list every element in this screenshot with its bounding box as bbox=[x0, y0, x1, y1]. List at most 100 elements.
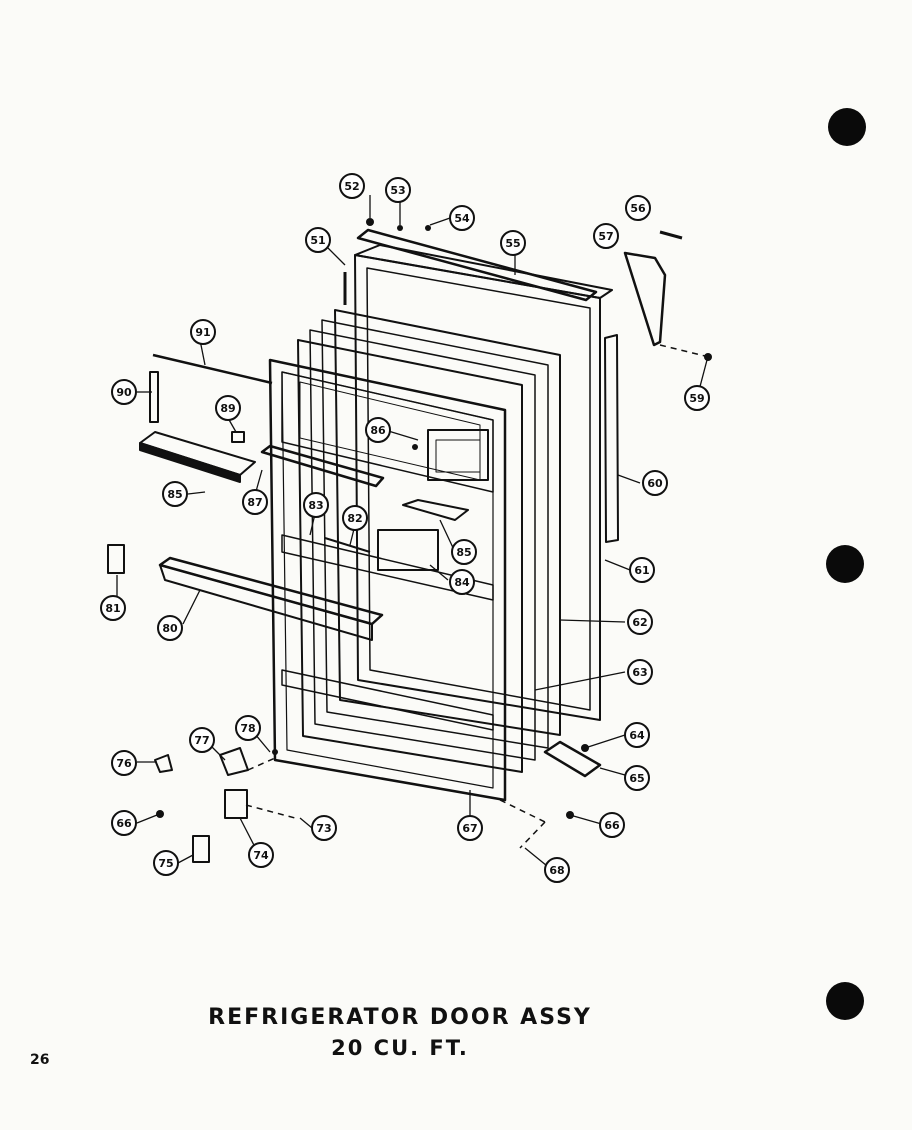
callout-circle bbox=[451, 539, 477, 565]
callout-number: 75 bbox=[158, 857, 173, 870]
callout-circle bbox=[599, 812, 625, 838]
callout-number: 67 bbox=[462, 822, 477, 835]
callout-circle bbox=[162, 481, 188, 507]
callout-number: 66 bbox=[604, 819, 620, 832]
callout-84: 84 bbox=[449, 569, 475, 595]
callout-66: 66 bbox=[599, 812, 625, 838]
callout-circle bbox=[593, 223, 619, 249]
callout-circle bbox=[100, 595, 126, 621]
butter-compartment bbox=[139, 431, 256, 483]
callout-89: 89 bbox=[215, 395, 241, 421]
callout-55: 55 bbox=[500, 230, 526, 256]
callout-number: 89 bbox=[220, 402, 235, 415]
callout-circle bbox=[303, 492, 329, 518]
callout-61: 61 bbox=[629, 557, 655, 583]
dashed-leaders bbox=[245, 344, 706, 849]
callout-circle bbox=[242, 489, 268, 515]
callout-number: 64 bbox=[629, 729, 645, 742]
callout-circle bbox=[248, 842, 274, 868]
callout-number: 80 bbox=[162, 622, 178, 635]
callout-number: 57 bbox=[598, 230, 613, 243]
callout-circle bbox=[342, 505, 368, 531]
callout-90: 90 bbox=[111, 379, 137, 405]
callout-67: 67 bbox=[457, 815, 483, 841]
callout-number: 52 bbox=[344, 180, 359, 193]
callout-52: 52 bbox=[339, 173, 365, 199]
callout-number: 56 bbox=[630, 202, 646, 215]
callout-number: 65 bbox=[629, 772, 644, 785]
callout-circle bbox=[629, 557, 655, 583]
callout-circle bbox=[449, 569, 475, 595]
binder-hole-middle bbox=[826, 545, 864, 583]
callout-number: 84 bbox=[454, 576, 470, 589]
callout-number: 54 bbox=[454, 212, 470, 225]
callout-85: 85 bbox=[162, 481, 188, 507]
callout-68: 68 bbox=[544, 857, 570, 883]
callout-number: 74 bbox=[253, 849, 269, 862]
callout-81: 81 bbox=[100, 595, 126, 621]
callout-78: 78 bbox=[235, 715, 261, 741]
callout-circle bbox=[642, 470, 668, 496]
callout-56: 56 bbox=[625, 195, 651, 221]
callout-circle bbox=[457, 815, 483, 841]
callout-number: 68 bbox=[549, 864, 564, 877]
inner-door-liner bbox=[268, 358, 507, 802]
callout-circle bbox=[189, 727, 215, 753]
callout-circle bbox=[190, 319, 216, 345]
callout-circle bbox=[157, 615, 183, 641]
callout-number: 59 bbox=[689, 392, 704, 405]
callout-number: 83 bbox=[308, 499, 323, 512]
callout-circle bbox=[625, 195, 651, 221]
callout-63: 63 bbox=[627, 659, 653, 685]
callout-circle bbox=[544, 857, 570, 883]
callout-number: 61 bbox=[634, 564, 649, 577]
callout-number: 77 bbox=[194, 734, 209, 747]
callout-circle bbox=[365, 417, 391, 443]
callout-circle bbox=[627, 659, 653, 685]
callout-76: 76 bbox=[111, 750, 137, 776]
callout-number: 55 bbox=[505, 237, 520, 250]
lower-hinge-plate bbox=[543, 740, 602, 778]
callout-circle bbox=[339, 173, 365, 199]
callout-number: 90 bbox=[116, 386, 132, 399]
callout-circle bbox=[311, 815, 337, 841]
callout-73: 73 bbox=[311, 815, 337, 841]
callout-number: 51 bbox=[310, 234, 325, 247]
callout-number: 66 bbox=[116, 817, 132, 830]
callout-number: 86 bbox=[370, 424, 386, 437]
callout-62: 62 bbox=[627, 609, 653, 635]
callout-59: 59 bbox=[684, 385, 710, 411]
callout-75: 75 bbox=[153, 850, 179, 876]
callout-circle bbox=[235, 715, 261, 741]
lower-shelf-rail bbox=[158, 556, 384, 641]
callout-number: 60 bbox=[647, 477, 663, 490]
side-gasket-strip bbox=[604, 334, 619, 543]
callout-54: 54 bbox=[449, 205, 475, 231]
callout-64: 64 bbox=[624, 722, 650, 748]
callout-74: 74 bbox=[248, 842, 274, 868]
small-hardware bbox=[107, 230, 683, 863]
callout-82: 82 bbox=[342, 505, 368, 531]
callout-number: 78 bbox=[240, 722, 255, 735]
callout-circle bbox=[153, 850, 179, 876]
callout-circle bbox=[111, 379, 137, 405]
callout-number: 62 bbox=[632, 616, 647, 629]
callout-circle bbox=[111, 810, 137, 836]
callout-57: 57 bbox=[593, 223, 619, 249]
callout-circle bbox=[624, 722, 650, 748]
callout-80: 80 bbox=[157, 615, 183, 641]
callout-53: 53 bbox=[385, 177, 411, 203]
callout-circle bbox=[111, 750, 137, 776]
callout-number: 91 bbox=[195, 326, 210, 339]
diagram-subtitle: 20 CU. FT. bbox=[331, 1036, 469, 1060]
callout-circle bbox=[627, 609, 653, 635]
callout-circle bbox=[305, 227, 331, 253]
callout-circle bbox=[449, 205, 475, 231]
binder-hole-top bbox=[828, 108, 866, 146]
upper-hinge-bracket bbox=[623, 251, 667, 347]
callout-circle bbox=[215, 395, 241, 421]
callout-65: 65 bbox=[624, 765, 650, 791]
